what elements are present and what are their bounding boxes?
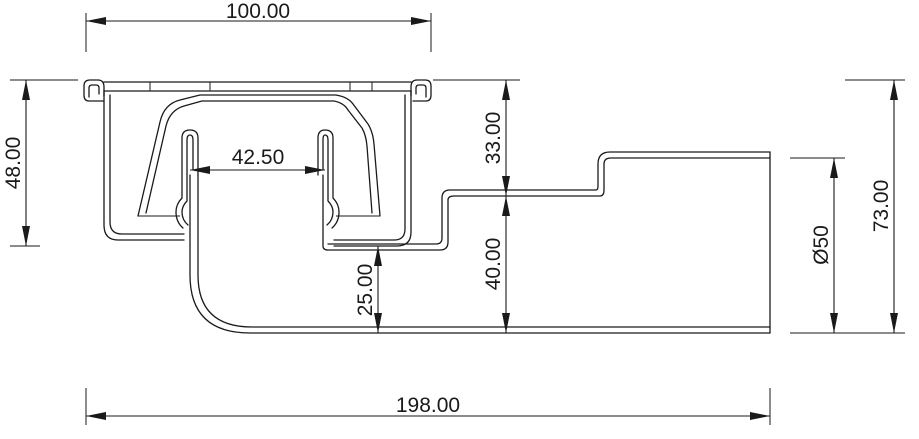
dimension-upper-height: 33.00 [433, 79, 520, 196]
arrowhead [190, 166, 210, 174]
outlet-height-label: 25.00 [354, 264, 377, 317]
pipe-diameter-label: Ø50 [810, 225, 833, 265]
dimension-total-height: 73.00 [845, 79, 905, 334]
dimension-inner-width: 42.50 [190, 146, 325, 174]
arrowhead [830, 158, 838, 178]
dimension-total-length: 198.00 [85, 388, 771, 425]
arrowhead [411, 17, 431, 25]
upper-height-label: 33.00 [482, 112, 505, 165]
total-length-label: 198.00 [396, 394, 460, 417]
arrowhead [86, 17, 106, 25]
arrowhead [502, 313, 510, 333]
arrowhead [750, 412, 770, 420]
dimension-left-height: 48.00 [2, 79, 78, 247]
arrowhead [22, 226, 30, 246]
dimension-top-width: 100.00 [85, 0, 432, 52]
total-height-label: 73.00 [870, 180, 893, 233]
top-width-label: 100.00 [226, 0, 290, 23]
arrowhead [374, 246, 382, 266]
dimension-lower-height: 40.00 [482, 196, 510, 333]
inner-width-label: 42.50 [232, 146, 285, 169]
dimension-outlet-height: 25.00 [354, 246, 382, 333]
arrowhead [305, 166, 325, 174]
left-height-label: 48.00 [2, 137, 25, 190]
dimension-pipe-diameter: Ø50 [790, 157, 845, 334]
arrowhead [86, 412, 106, 420]
arrowhead [374, 313, 382, 333]
lower-height-label: 40.00 [482, 238, 505, 291]
arrowhead [22, 80, 30, 100]
arrowhead [502, 80, 510, 100]
arrowhead [502, 176, 510, 196]
drain-body-outline [83, 79, 771, 334]
arrowhead [502, 196, 510, 216]
arrowhead [890, 313, 898, 333]
arrowhead [830, 313, 838, 333]
arrowhead [890, 80, 898, 100]
